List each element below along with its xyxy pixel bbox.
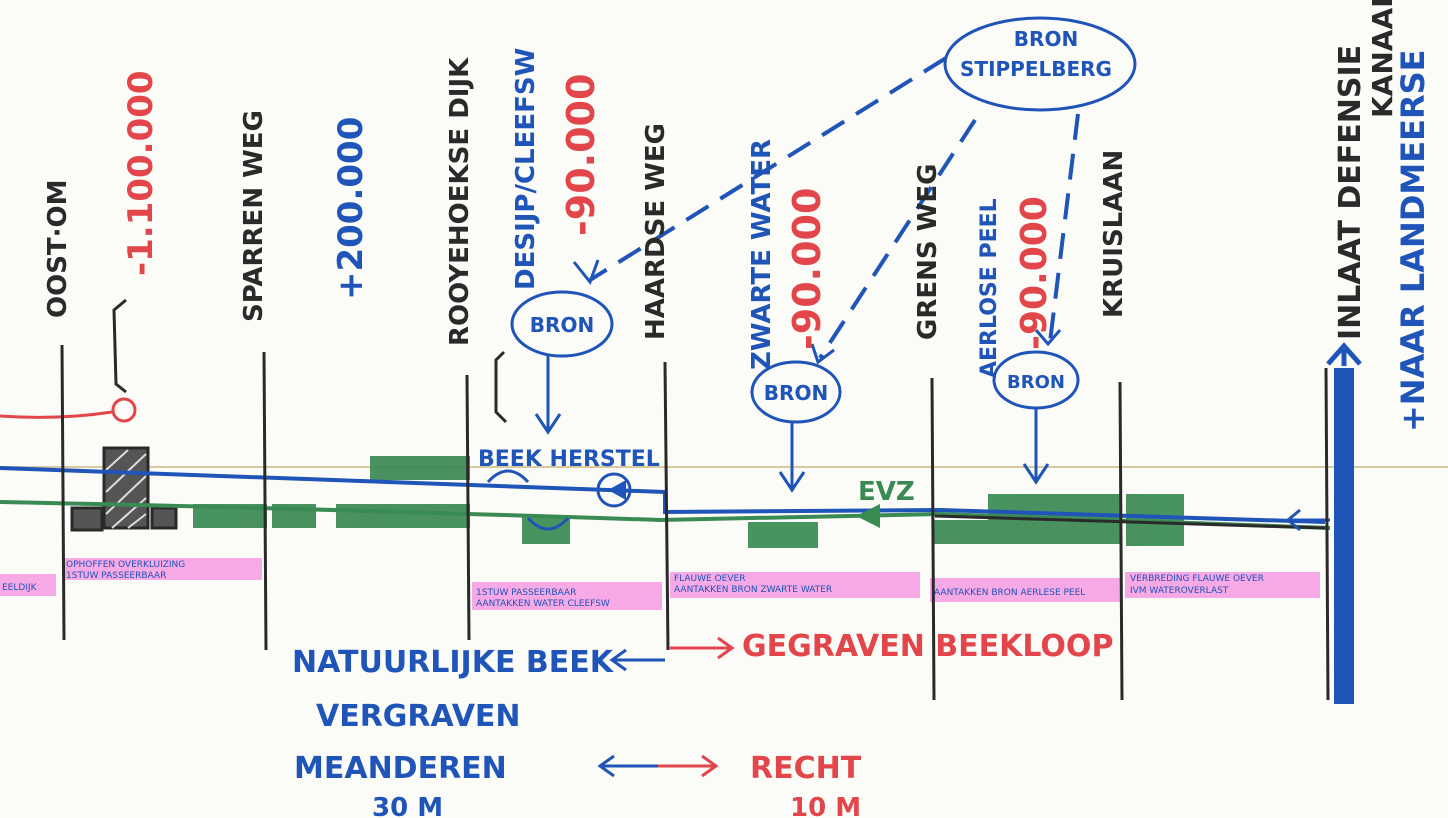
legend-width-30m: 30 M bbox=[372, 793, 443, 818]
source-a bbox=[510, 290, 614, 358]
note-strip-3 bbox=[670, 572, 920, 598]
road-label-kanaal: KANAAL bbox=[1366, 0, 1399, 118]
flow-arrow bbox=[534, 356, 562, 435]
note-5-line-2: IVM WATEROVERLAST bbox=[1130, 586, 1229, 596]
road-label-inlaat-defensie: INLAAT DEFENSIE bbox=[1333, 45, 1368, 340]
culvert-blocks bbox=[70, 446, 178, 532]
road-label-kruislaan: KRUISLAAN bbox=[1099, 150, 1129, 318]
note-1-line-1: OPHOFFEN OVERKLUIZING bbox=[66, 560, 185, 570]
note-strips bbox=[0, 558, 1320, 610]
road-line-haardse-weg bbox=[663, 361, 670, 651]
green-zone bbox=[336, 504, 470, 528]
legend-vergraven: VERGRAVEN bbox=[316, 699, 521, 734]
legend-arrow-dug bbox=[670, 636, 735, 660]
black-line bbox=[934, 514, 1326, 530]
green-zone bbox=[932, 520, 1120, 544]
volume-label-plus-200000: +200.000 bbox=[331, 117, 371, 300]
road-label-aerlose-peel: AERLOSE PEEL bbox=[977, 198, 1002, 378]
road-line-oost-om bbox=[60, 344, 66, 641]
green-zone bbox=[370, 456, 470, 480]
road-line-grens-weg bbox=[930, 377, 936, 701]
source-b bbox=[750, 360, 842, 424]
note-strip-5 bbox=[1125, 572, 1320, 598]
evz-arrow bbox=[856, 504, 880, 528]
legend-meanderen: MEANDEREN bbox=[294, 751, 507, 786]
green-line bbox=[0, 500, 1331, 530]
note-strip-2 bbox=[472, 582, 662, 610]
canal-band bbox=[1334, 368, 1354, 704]
meander-symbol bbox=[526, 516, 570, 531]
weir-symbol bbox=[596, 472, 632, 508]
flow-arrow bbox=[778, 422, 806, 493]
note-1-line-2: 1STUW PASSEERBAAR bbox=[66, 571, 166, 581]
legend-gegraven-beekloop: GEGRAVEN BEEKLOOP bbox=[742, 629, 1113, 664]
volume-label-minus-90000-a: -90.000 bbox=[559, 74, 603, 236]
note-3-line-1: FLAUWE OEVER bbox=[674, 574, 745, 584]
source-main bbox=[943, 16, 1137, 112]
legend-arrow-natural bbox=[609, 648, 665, 672]
source-main-label-1: BRON bbox=[1014, 27, 1078, 51]
road-line-kruislaan bbox=[1118, 381, 1124, 701]
legend-arrow-straight bbox=[658, 754, 719, 778]
canal-arrow bbox=[1326, 342, 1362, 366]
evz-label: EVZ bbox=[858, 477, 915, 507]
culvert-block bbox=[150, 506, 178, 530]
distribution-lines bbox=[588, 56, 1080, 360]
note-0: EELDIJK bbox=[2, 583, 38, 593]
source-b-label: BRON bbox=[764, 381, 828, 405]
road-label-haardse-weg: HAARDSE WEG bbox=[641, 123, 671, 340]
note-strip-0 bbox=[0, 574, 56, 596]
red-stream-end bbox=[111, 397, 137, 423]
road-label-rooyehoekse-dijk: ROOYEHOEKSE DIJK bbox=[445, 57, 475, 346]
flow-arrow bbox=[1034, 329, 1062, 347]
red-stream bbox=[0, 410, 113, 419]
bracket-mark bbox=[112, 298, 127, 394]
inlet-arrow bbox=[1285, 508, 1330, 532]
road-label-oost-om: OOST·OM bbox=[43, 179, 73, 318]
distribution-line bbox=[818, 118, 977, 360]
legend-recht: RECHT bbox=[750, 751, 862, 786]
flow-arrow bbox=[810, 343, 835, 365]
road-label-zwarte-water: ZWARTE WATER bbox=[747, 139, 777, 370]
flow-arrow bbox=[572, 259, 600, 286]
legend-arrows bbox=[597, 636, 735, 778]
note-strip-1 bbox=[64, 558, 262, 580]
road-line-rooyehoekse bbox=[465, 374, 471, 641]
note-4: AANTAKKEN BRON AERLESE PEEL bbox=[934, 588, 1085, 598]
weir-arrow bbox=[608, 480, 626, 500]
legend-natuurlijke-beek: NATUURLIJKE BEEK bbox=[292, 645, 615, 680]
distribution-line bbox=[588, 56, 948, 282]
road-line-sparren-weg bbox=[262, 351, 268, 651]
road-label-desijp-cleefsw: DESIJP/CLEEFSW bbox=[511, 48, 541, 290]
flow-arrow bbox=[1022, 408, 1050, 485]
beekherstel-label: BEEK HERSTEL bbox=[478, 447, 660, 472]
note-strip-4 bbox=[930, 578, 1120, 602]
road-label-sparren-weg: SPARREN WEG bbox=[239, 110, 269, 322]
flow-arrows bbox=[534, 259, 1062, 493]
meander-symbol bbox=[486, 469, 530, 484]
volume-label-minus-90000-c: -90.000 bbox=[1014, 196, 1055, 350]
green-zone bbox=[748, 522, 818, 548]
volume-label-naar-landmeerse: +NAAR LANDMEERSE bbox=[1394, 49, 1432, 432]
blue-line bbox=[0, 466, 1326, 524]
culvert-block bbox=[70, 506, 104, 532]
volume-label-minus-1100000: -1.100.000 bbox=[121, 70, 161, 276]
source-c-label: BRON bbox=[1007, 372, 1065, 393]
bracket-mark bbox=[494, 350, 508, 424]
legend-width-10m: 10 M bbox=[790, 793, 861, 818]
volume-label-minus-90000-b: -90.000 bbox=[785, 188, 829, 350]
note-5-line-1: VERBREDING FLAUWE OEVER bbox=[1130, 574, 1264, 584]
source-main-label-2: STIPPELBERG bbox=[960, 57, 1112, 81]
road-lines bbox=[60, 298, 1330, 701]
road-line-kanaal bbox=[1324, 367, 1330, 701]
note-2-line-1: 1STUW PASSEERBAAR bbox=[476, 588, 576, 598]
note-2-line-2: AANTAKKEN WATER CLEEFSW bbox=[476, 599, 610, 609]
note-3-line-2: AANTAKKEN BRON ZWARTE WATER bbox=[674, 585, 832, 595]
road-label-grens-weg: GRENS WEG bbox=[913, 164, 943, 340]
legend-arrow-meander bbox=[597, 754, 658, 778]
source-a-label: BRON bbox=[530, 313, 594, 337]
